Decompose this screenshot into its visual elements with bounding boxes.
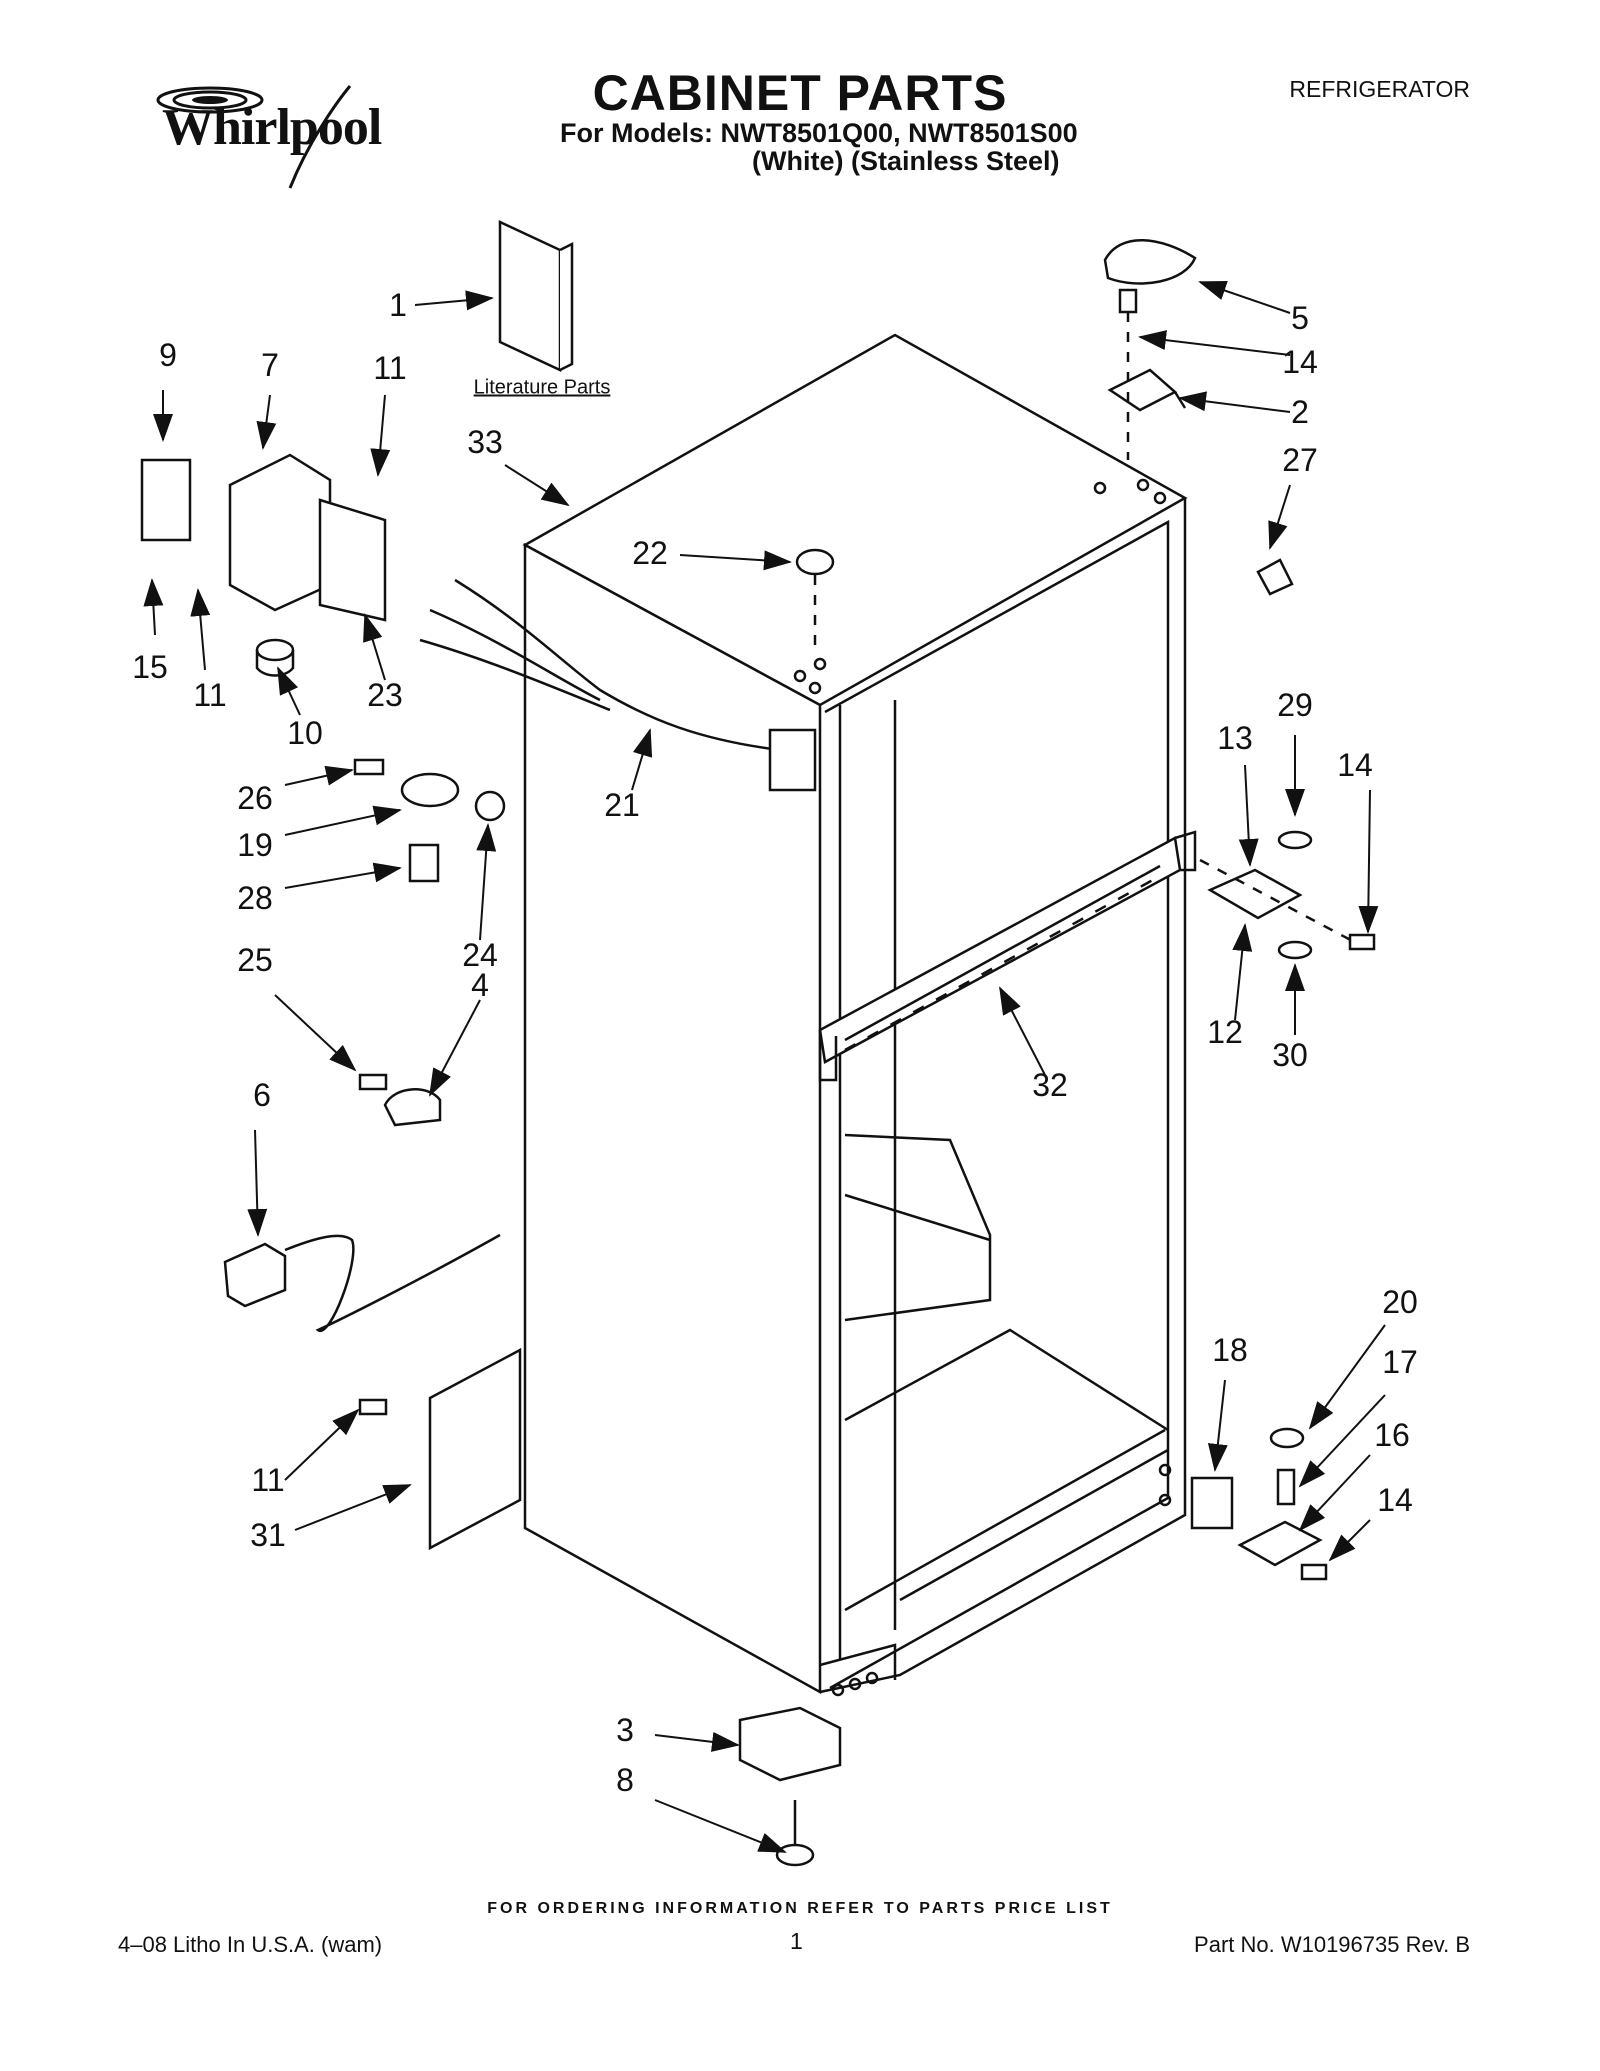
roller-assembly — [738, 1706, 842, 1782]
hinge-shim — [1190, 1476, 1234, 1530]
bottom-hinge — [1237, 1520, 1323, 1567]
access-panel — [428, 1347, 522, 1551]
whirlpool-swirl-icon — [156, 85, 352, 189]
callout-26: 26 — [237, 780, 273, 816]
literature-book — [498, 220, 562, 372]
brand-wordmark: Whirlpool — [162, 99, 382, 156]
center-rail — [818, 830, 1197, 1082]
brand-logo: Whirlpool — [140, 78, 382, 198]
callout-11: 11 — [251, 1462, 285, 1498]
litho-info: 4–08 Litho In U.S.A. (wam) — [118, 1932, 383, 1957]
page-title: CABINET PARTS — [592, 65, 1008, 121]
callout-23: 23 — [367, 677, 403, 713]
callout-29: 29 — [1277, 687, 1313, 723]
callout-4: 4 — [471, 967, 489, 1003]
callout-1: 1 — [389, 287, 407, 323]
callout-10: 10 — [287, 715, 323, 751]
callout-12: 12 — [1207, 1014, 1243, 1050]
callout-9: 9 — [159, 337, 177, 373]
callout-8: 8 — [616, 1762, 634, 1798]
callout-14: 14 — [1377, 1482, 1413, 1518]
callout-2: 2 — [1291, 394, 1309, 430]
control-housing — [228, 453, 332, 612]
literature-parts-label: Literature Parts — [473, 376, 611, 399]
part-number: Part No. W10196735 Rev. B — [1194, 1932, 1470, 1957]
relay-box — [140, 458, 192, 542]
page-number: 1 — [790, 1928, 803, 1954]
callout-31: 31 — [250, 1517, 286, 1553]
power-cord-plug — [223, 1242, 287, 1308]
callout-28: 28 — [237, 880, 273, 916]
callout-7: 7 — [261, 347, 279, 383]
middle-hinge — [1207, 868, 1303, 920]
callout-30: 30 — [1272, 1037, 1308, 1073]
model-variants: (White) (Stainless Steel) — [752, 146, 1060, 176]
callout-17: 17 — [1382, 1344, 1418, 1380]
callout-32: 32 — [1032, 1067, 1068, 1103]
ordering-note: FOR ORDERING INFORMATION REFER TO PARTS … — [487, 1900, 1113, 1917]
callout-11: 11 — [193, 677, 227, 713]
cabinet — [522, 333, 1188, 1697]
callout-11: 11 — [373, 350, 407, 386]
callout-27: 27 — [1282, 442, 1318, 478]
callout-14: 14 — [1337, 747, 1373, 783]
callout-24: 24 — [462, 937, 498, 973]
callout-6: 6 — [253, 1077, 271, 1113]
top-hinge — [1107, 368, 1178, 412]
callout-33: 33 — [467, 424, 503, 460]
model-numbers: For Models: NWT8501Q00, NWT8501S00 — [560, 118, 1078, 148]
callout-21: 21 — [604, 787, 640, 823]
hinge-cover — [1103, 239, 1197, 285]
callout-13: 13 — [1217, 720, 1253, 756]
callout-19: 19 — [237, 827, 273, 863]
callout-5: 5 — [1291, 300, 1309, 336]
callout-3: 3 — [616, 1712, 634, 1748]
callout-20: 20 — [1382, 1284, 1418, 1320]
callout-15: 15 — [132, 649, 168, 685]
wire-harness — [454, 578, 781, 752]
callout-22: 22 — [632, 535, 668, 571]
callout-16: 16 — [1374, 1417, 1410, 1453]
callout-25: 25 — [237, 942, 273, 978]
appliance-type: REFRIGERATOR — [1289, 76, 1470, 102]
callout-18: 18 — [1212, 1332, 1248, 1368]
callout-14: 14 — [1282, 344, 1318, 380]
